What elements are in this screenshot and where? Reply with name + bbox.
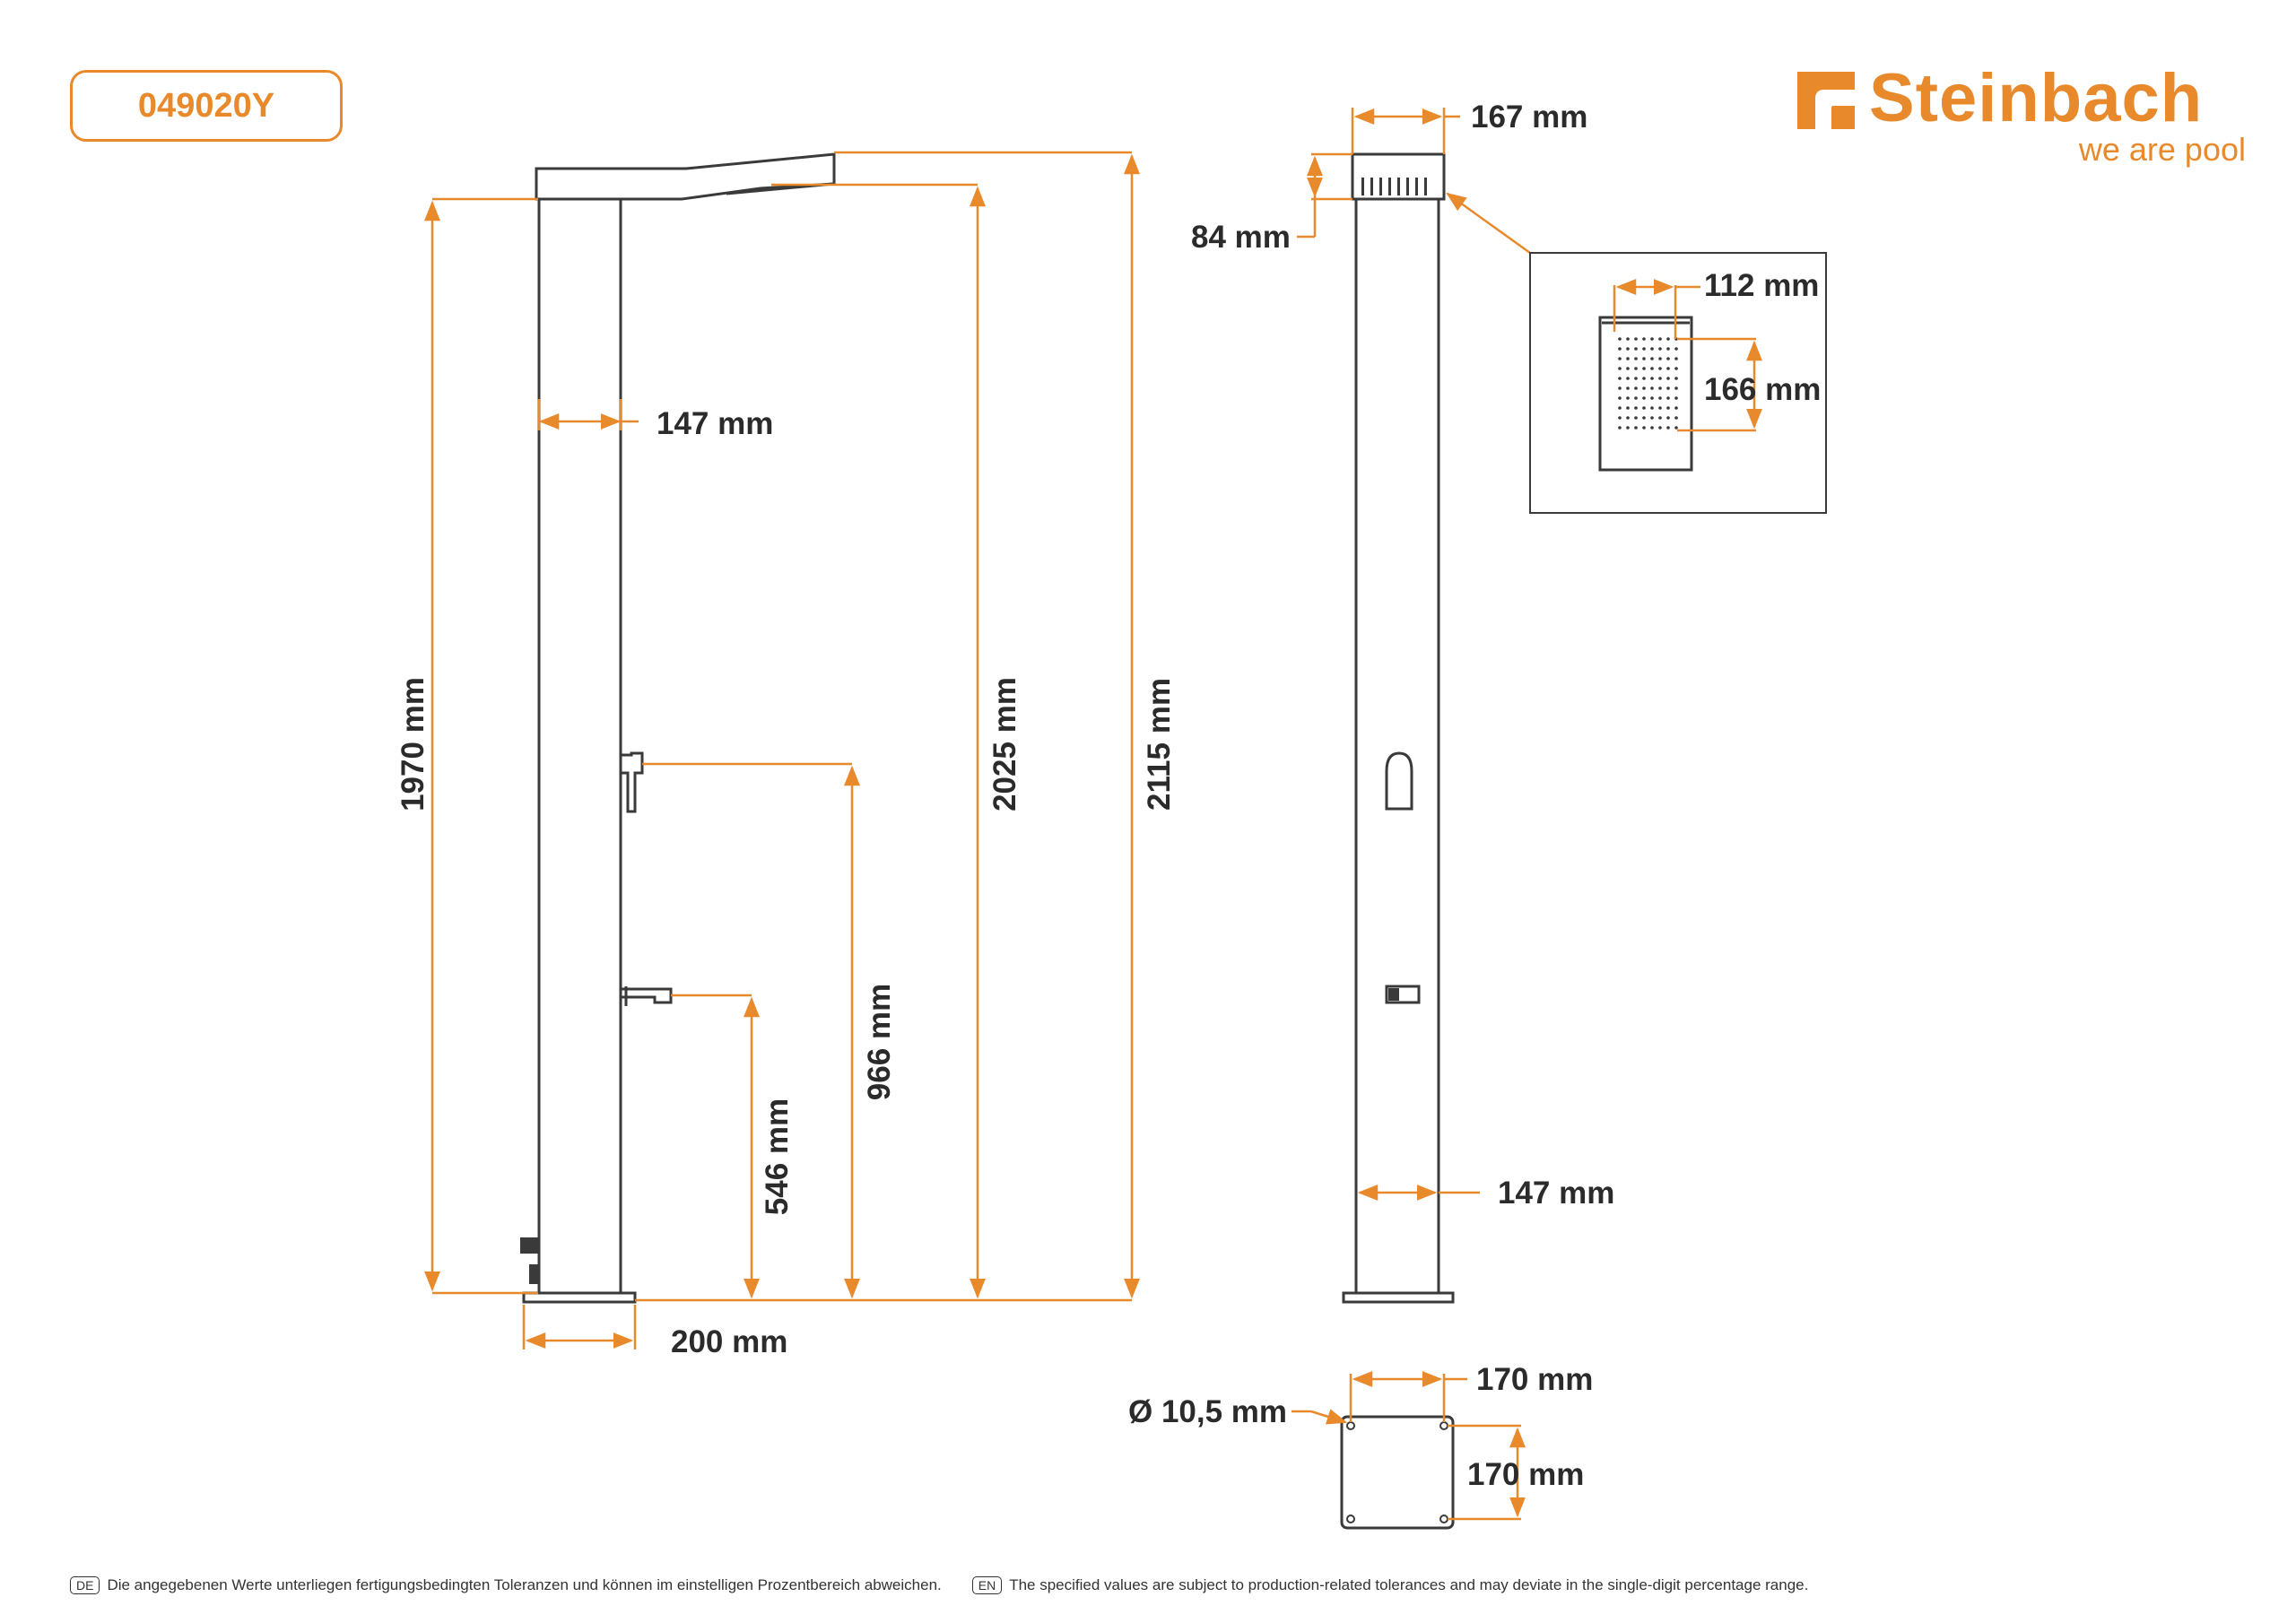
base-depth-label: 170 mm (1467, 1457, 1584, 1492)
brand-tagline: we are pool (2078, 131, 2246, 168)
front-total-height-label: 2115 mm (1142, 678, 1177, 811)
base-plate-square (1340, 1415, 1455, 1530)
front-base-width-label: 200 mm (671, 1324, 787, 1359)
disclaimer-footer: DE Die angegebenen Werte unterliegen fer… (70, 1576, 1808, 1594)
base-hole-bottom-left (1346, 1515, 1355, 1523)
steinbach-logo-icon (1797, 72, 1855, 129)
disclaimer-en: The specified values are subject to prod… (1009, 1576, 1809, 1593)
front-column-width-label: 147 mm (657, 406, 773, 441)
base-hole-diameter-label: Ø 10,5 mm (1128, 1394, 1287, 1429)
side-column (1354, 197, 1440, 1295)
side-mixer-handle (1385, 751, 1413, 811)
front-column (537, 197, 622, 1295)
side-base-plate (1342, 1291, 1455, 1304)
side-nozzle-slots (1361, 178, 1427, 195)
front-base-plate (522, 1291, 637, 1304)
side-head-width-label: 167 mm (1471, 100, 1587, 135)
nozzle-plate (1598, 316, 1693, 472)
front-tap-height-label: 546 mm (760, 1098, 795, 1215)
side-head-height-label: 84 mm (1191, 220, 1291, 255)
nozzle-length-label: 166 mm (1704, 372, 1821, 407)
front-foot-tap (621, 987, 673, 1004)
base-hole-top-left (1346, 1421, 1355, 1430)
nozzle-detail-frame (1529, 252, 1827, 514)
nozzle-detail: 112 mm 166 mm (1529, 252, 1827, 514)
base-plate-detail: Ø 10,5 mm 170 mm 170 mm (1128, 1362, 1593, 1530)
front-mixer-handle (619, 751, 644, 813)
side-foot-tap (1385, 985, 1421, 1004)
nozzle-width-label: 112 mm (1704, 268, 1819, 303)
side-view: 167 mm 84 mm 147 mm (1191, 100, 1614, 1304)
disclaimer-de: Die angegebenen Werte unterliegen fertig… (107, 1576, 942, 1593)
brand-name: Steinbach (1869, 60, 2204, 136)
base-width-label: 170 mm (1476, 1362, 1593, 1397)
base-hole-top-right (1439, 1421, 1448, 1430)
base-hole-bottom-right (1439, 1515, 1448, 1523)
brand-logo: Steinbach we are pool (1797, 60, 2246, 172)
front-view: 147 mm 1970 mm 2025 mm 2115 mm 966 mm 54… (396, 151, 1177, 1359)
product-code-badge: 049020Y (70, 70, 343, 142)
lang-tag-en: EN (971, 1576, 1003, 1594)
lang-tag-de: DE (70, 1576, 100, 1594)
side-column-width-label: 147 mm (1498, 1176, 1614, 1211)
product-code: 049020Y (137, 86, 275, 125)
front-mixer-height-label: 966 mm (862, 984, 897, 1100)
nozzle-holes (1618, 337, 1678, 430)
front-water-connector (520, 1237, 540, 1254)
front-shower-head (535, 152, 836, 201)
front-head-height-label: 2025 mm (987, 677, 1022, 812)
front-column-height-label: 1970 mm (396, 677, 430, 812)
